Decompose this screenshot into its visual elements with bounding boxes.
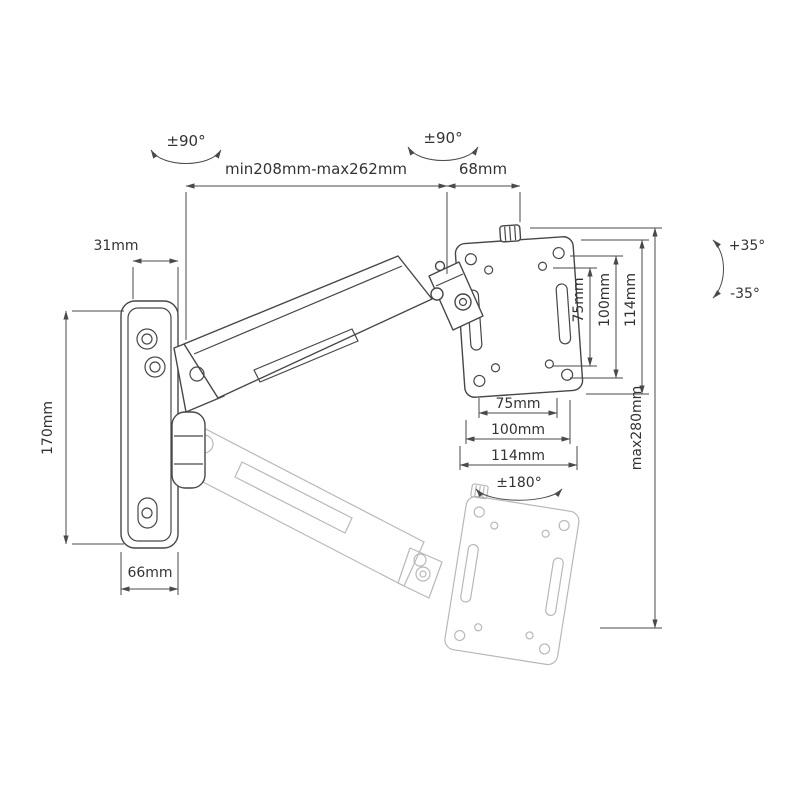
ghost-arm-beam [175, 423, 425, 587]
ghost-elbow-pin [413, 553, 427, 567]
extension-line [530, 227, 662, 629]
dim-bracket-width: 66mm [120, 552, 179, 595]
ghost-vesa-hole [454, 629, 466, 642]
knuckle-joint-lines [174, 435, 203, 465]
bracket-outer-plate [120, 300, 179, 549]
tilt-up-label: +35° [729, 238, 766, 254]
vesa-hole-inner [544, 359, 554, 369]
ghost-vesa-hole-inner [490, 521, 499, 530]
reach-label: min208mm-max262mm [225, 160, 407, 178]
vesa-plate [454, 224, 584, 398]
ghost-head-bolt-center [419, 570, 427, 578]
dim-max-height: max280mm [530, 227, 662, 629]
dim-bracket-height: 170mm [40, 310, 124, 545]
ghost-knob-ribs [474, 485, 485, 498]
swivel-annotation-wall: ±90° [150, 132, 222, 164]
knob-ribs [504, 226, 517, 241]
dim-vesa-h75: 75mm [478, 396, 558, 418]
ghost-arm-lowered [175, 423, 443, 599]
tilt-arrow [712, 239, 724, 299]
swivel-elbow-arrow [407, 146, 479, 161]
dim-vesa-v114: 114mm [581, 239, 649, 395]
ghost-head-link [397, 547, 443, 599]
bracket-height-label: 170mm [40, 401, 56, 455]
bracket-mounting-hole [144, 356, 166, 378]
arm-gas-spring-slot [253, 328, 359, 383]
bracket-mounting-hole-inner [141, 333, 153, 345]
dim-vesa-h100: 100mm [465, 400, 571, 444]
rotation-label: ±180° [496, 475, 541, 491]
monitor-head-link [428, 261, 484, 331]
arm-shoulder-pivot [189, 366, 205, 382]
dim-head-depth: 68mm [446, 160, 521, 189]
vesa-hole [473, 374, 486, 388]
head-link-edge [435, 273, 464, 287]
rotation-annotation: ±180° [475, 475, 563, 501]
bracket-mounting-hole-inner [149, 361, 161, 373]
vesa-hole [561, 368, 574, 381]
ghost-vesa-slot [545, 557, 564, 617]
ghost-vesa-plate-outline [444, 495, 580, 666]
extension-line [132, 267, 179, 341]
vesa-v75-label: 75mm [571, 277, 587, 322]
vesa-hole [552, 246, 565, 260]
head-bolt-center [458, 297, 468, 307]
swivel-wall-arrow [150, 149, 222, 164]
dim-vesa-v75: 75mm [553, 267, 597, 367]
extension-line [72, 310, 124, 545]
bracket-inner-panel [127, 307, 172, 542]
ghost-vesa-plate [444, 483, 580, 666]
bracket-mounting-hole-inner [141, 507, 153, 519]
vesa-hole-inner [537, 261, 548, 271]
vesa-hole-inner [484, 265, 494, 275]
bracket-width-label: 66mm [127, 565, 172, 581]
bracket-mounting-slot [137, 497, 158, 529]
swivel-annotation-elbow: ±90° [407, 129, 479, 161]
extension-line [581, 239, 649, 395]
max-height-label: max280mm [629, 386, 645, 471]
vesa-hole-inner [490, 363, 501, 373]
wall-bracket [120, 300, 179, 549]
elbow-screw [434, 260, 446, 272]
ghost-vesa-hole [473, 506, 485, 518]
bracket-depth-label: 31mm [93, 238, 138, 254]
ghost-vesa-hole-inner [541, 529, 550, 538]
arm [173, 255, 484, 413]
arm-upper-beam [183, 255, 433, 399]
elbow-pin [430, 287, 444, 301]
arm-bevel-line [193, 265, 403, 355]
vesa-v114-label: 114mm [623, 273, 639, 327]
head-depth-label: 68mm [459, 160, 507, 178]
tilt-down-label: -35° [730, 286, 760, 302]
ghost-vesa-hole-inner [474, 623, 483, 632]
vesa-h100-label: 100mm [491, 422, 545, 438]
dim-vesa-v100: 100mm [570, 255, 623, 379]
ghost-vesa-hole-inner [525, 631, 534, 640]
vesa-slot [555, 283, 572, 345]
swivel-elbow-label: ±90° [423, 129, 462, 147]
head-bolt [454, 293, 472, 311]
vesa-v100-label: 100mm [597, 273, 613, 327]
swivel-wall-label: ±90° [166, 132, 205, 150]
bracket-mounting-hole [136, 328, 158, 350]
vesa-h114-label: 114mm [491, 448, 545, 464]
tilt-annotation: +35° -35° [712, 238, 766, 302]
vesa-hole [464, 253, 477, 266]
extension-line [185, 192, 521, 340]
knuckle-body [171, 411, 206, 489]
ghost-gas-spring-slot [234, 461, 353, 534]
dim-vesa-h114: 114mm [459, 446, 578, 470]
arm-hinge-knuckle [171, 411, 206, 489]
vesa-h75-label: 75mm [495, 396, 540, 412]
dim-reach: min208mm-max262mm [185, 160, 521, 340]
rotation-arrow [475, 488, 563, 501]
ghost-vesa-hole [539, 643, 551, 655]
ghost-head-bolt [415, 566, 431, 582]
ghost-vesa-hole [558, 519, 570, 532]
dim-bracket-depth: 31mm [93, 238, 179, 341]
ghost-vesa-slot [460, 543, 479, 603]
